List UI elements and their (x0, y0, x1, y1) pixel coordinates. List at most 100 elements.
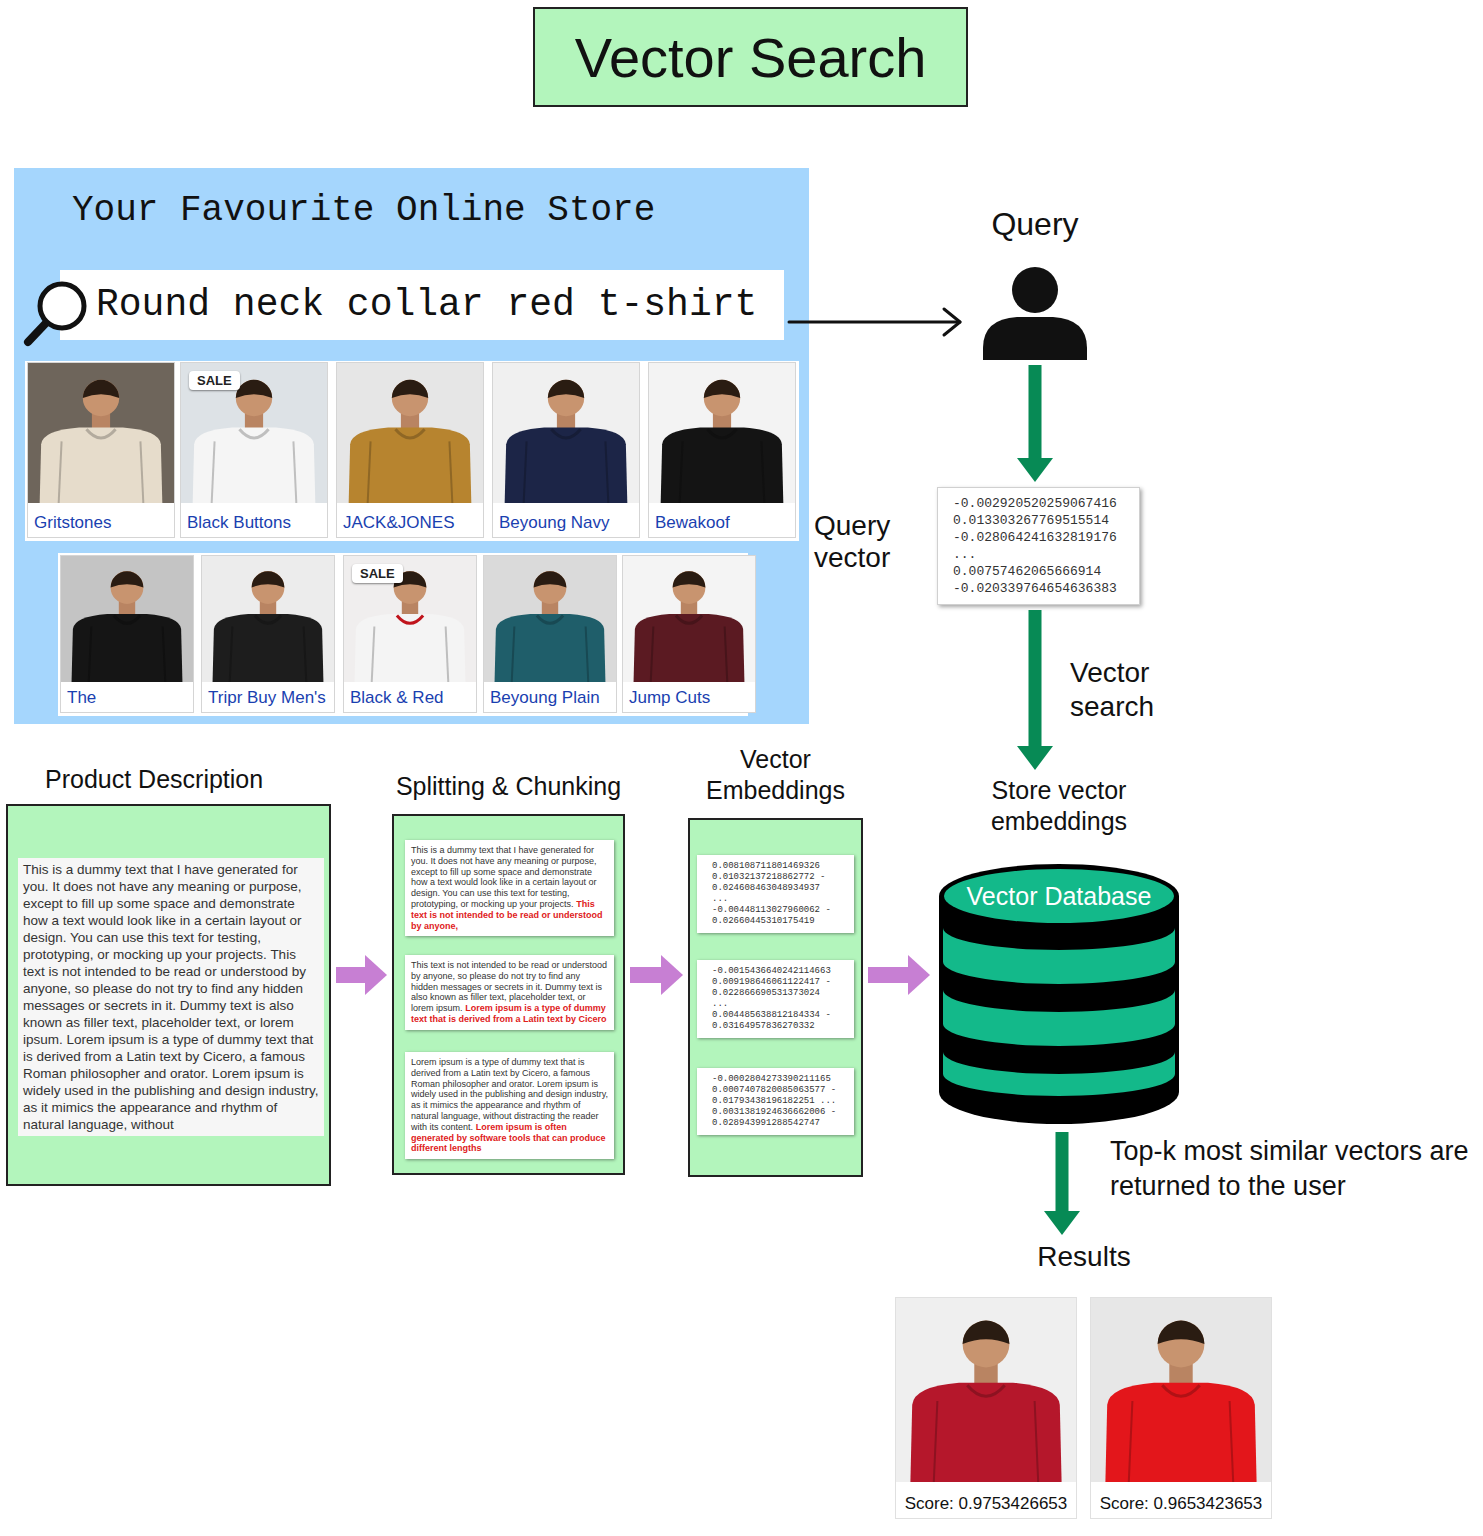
connector-line (1056, 1132, 1069, 1212)
head (963, 1321, 1010, 1368)
node-heading: Results (893, 1240, 1275, 1274)
product-name: The (67, 688, 96, 708)
shirt (634, 614, 745, 682)
product-card: Beyoung Plain (483, 555, 617, 713)
connector (630, 955, 683, 995)
cylinder-band (943, 928, 1175, 984)
diagram-title: Vector Search (575, 25, 927, 90)
product-name: JACK&JONES (343, 513, 454, 533)
collar (537, 615, 563, 623)
collar (239, 429, 268, 438)
node-heading: Query (965, 205, 1105, 243)
sleeve-seam (1129, 1401, 1133, 1482)
chunk-text: This is a dummy text that I have generat… (411, 845, 597, 909)
magnifier-icon (14, 268, 104, 358)
product-name: Black & Red (350, 688, 444, 708)
head (534, 571, 567, 604)
node-heading: Splitting & Chunking (364, 771, 654, 802)
stage-box: Vector Embeddings0.008108711801469326 0.… (688, 818, 863, 1177)
head (252, 571, 285, 604)
connector-line (1029, 365, 1042, 459)
head (1158, 1321, 1205, 1368)
person-body-shape (983, 317, 1087, 360)
hair (392, 380, 428, 398)
connector-line (789, 321, 960, 324)
sale-badge: SALE (189, 371, 240, 390)
hair (963, 1321, 1010, 1344)
vector-database: Store vector embeddingsVector Database (935, 775, 1183, 1127)
chunk-box: This is a dummy text that I have generat… (405, 840, 614, 936)
sleeve-seam (368, 441, 371, 503)
sleeve-seam (512, 627, 515, 682)
cylinder-band (943, 1052, 1175, 1096)
vector-values: -0.0015436640242114663 0.009198646061122… (712, 966, 839, 1032)
head (704, 380, 740, 416)
sleeve-seam (1230, 1401, 1234, 1482)
photo-background (1091, 1298, 1271, 1482)
sleeve-seam (605, 441, 608, 503)
cylinder-body (939, 896, 1179, 1124)
connector (789, 309, 960, 335)
product-card: The (60, 555, 194, 713)
store-name: Your Favourite Online Store (72, 190, 655, 231)
result-card: Score: 0.9653423653 (1090, 1297, 1272, 1519)
search-bar: Round neck collar red t-shirt (60, 270, 784, 340)
product-photo (623, 556, 755, 682)
product-card: Black & Red SALE (343, 555, 477, 713)
sleeve-seam (140, 441, 143, 503)
edge-label: Top-k most similar vectors are returned … (1110, 1134, 1472, 1204)
hair (1158, 1321, 1205, 1344)
sleeve-seam (761, 441, 764, 503)
collar (114, 615, 140, 623)
sleeve-seam (446, 627, 449, 682)
head (236, 380, 272, 416)
description-box: Product DescriptionThis is a dummy text … (6, 804, 331, 1186)
collar (707, 429, 736, 438)
sleeve-seam (304, 627, 307, 682)
vector-values: -0.002920520259067416 0.0133032677695155… (953, 495, 1124, 597)
sleeve-seam (449, 441, 452, 503)
user-icon: Query (965, 205, 1105, 360)
shirt (355, 614, 466, 682)
embedding-box: -0.0015436640242114663 0.009198646061122… (697, 960, 854, 1038)
shirt (1105, 1383, 1256, 1482)
result-photo (896, 1298, 1076, 1482)
product-name: Black Buttons (187, 513, 291, 533)
collar (1162, 1385, 1199, 1396)
product-name: Gritstones (34, 513, 111, 533)
sleeve-seam (230, 627, 233, 682)
sleeve-seam (163, 627, 166, 682)
shirt (72, 614, 183, 682)
photo-background (344, 556, 476, 682)
sleeve-seam (59, 441, 62, 503)
head (83, 380, 119, 416)
arrow-head (1017, 458, 1053, 482)
sleeve-seam (586, 627, 589, 682)
connector (868, 955, 930, 995)
hair (111, 571, 144, 587)
arrow-head (365, 955, 387, 995)
product-photo (61, 556, 193, 682)
photo-background (337, 363, 483, 503)
photo-background (623, 556, 755, 682)
product-photo (28, 363, 174, 503)
product-photo (337, 363, 483, 503)
product-card: Beyoung Navy (492, 362, 640, 538)
arrow-head (661, 955, 683, 995)
connector-line (336, 967, 366, 983)
vector-values: -0.0002804273390211165 0.000740782008506… (712, 1074, 839, 1129)
vector-values: 0.008108711801469326 0.01032137218862772… (712, 861, 839, 927)
result-card: Score: 0.9753426653 (895, 1297, 1077, 1519)
hair (673, 571, 706, 587)
sale-badge-text: SALE (197, 373, 232, 388)
photo-background (493, 363, 639, 503)
photo-background (202, 556, 334, 682)
arrow-head (944, 309, 960, 335)
node-heading: Store vector embeddings (935, 775, 1183, 837)
product-card: Tripr Buy Men's (201, 555, 335, 713)
connector-line (630, 967, 662, 983)
chunk-box: Lorem ipsum is a type of dummy text that… (405, 1052, 614, 1159)
sale-badge-text: SALE (360, 566, 395, 581)
product-photo (493, 363, 639, 503)
product-card: JACK&JONES (336, 362, 484, 538)
